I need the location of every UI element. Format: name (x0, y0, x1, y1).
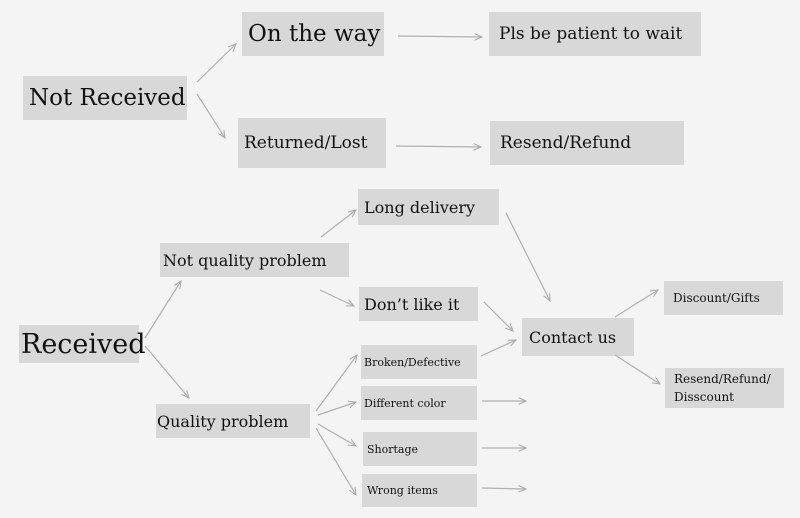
arrow-quality-to-broken (315, 355, 357, 412)
node-different-color: Different color (361, 386, 477, 420)
arrow-not-quality-to-dont-like (319, 289, 354, 307)
arrow-not-quality-to-long-delivery (320, 210, 356, 238)
node-label: Resend/Refund (500, 133, 632, 153)
node-label: Discount/Gifts (673, 291, 760, 305)
node-received: Received (19, 325, 146, 363)
node-broken-defective: Broken/Defective (361, 345, 477, 379)
arrow-received-to-quality (144, 345, 189, 398)
arrow-not-received-to-on-the-way (196, 44, 236, 83)
node-on-the-way: On the way (242, 12, 384, 56)
node-returned-lost: Returned/Lost (238, 118, 386, 168)
arrow-on-the-way-to-wait (397, 36, 482, 37)
node-not-quality-problem: Not quality problem (160, 243, 349, 277)
arrow-contact-to-discount (614, 290, 658, 318)
node-label: Not quality problem (163, 250, 327, 270)
arrow-quality-to-shortage (317, 423, 356, 446)
node-label-line-2: Disscount (674, 390, 734, 404)
arrow-broken-to-contact (480, 339, 516, 357)
arrow-contact-to-resend-refund-discount (614, 354, 660, 384)
node-quality-problem: Quality problem (156, 404, 310, 438)
arrow-returned-lost-to-resend-refund (395, 146, 481, 147)
node-long-delivery: Long delivery (358, 189, 499, 225)
node-label: Don’t like it (364, 294, 460, 314)
node-label: Broken/Defective (364, 355, 461, 369)
node-label: Quality problem (157, 411, 289, 431)
arrow-received-to-not-quality (144, 281, 181, 339)
node-contact-us: Contact us (522, 318, 634, 356)
node-resend-refund: Resend/Refund (490, 121, 684, 165)
arrow-long-delivery-to-contact (505, 212, 550, 301)
node-wrong-items: Wrong items (362, 474, 477, 507)
node-label: Received (21, 328, 146, 360)
node-label: Different color (364, 396, 446, 410)
arrow-wrong-items-out (481, 488, 526, 489)
node-label: Not Received (29, 85, 186, 111)
node-shortage: Shortage (363, 432, 477, 466)
node-dont-like-it: Don’t like it (359, 287, 478, 321)
node-label: Returned/Lost (244, 133, 368, 153)
arrow-quality-to-different-color (317, 402, 356, 416)
node-discount-gifts: Discount/Gifts (664, 281, 783, 315)
arrow-not-received-to-returned-lost (196, 93, 225, 138)
node-resend-refund-discount: Resend/Refund/ Disscount (665, 368, 784, 408)
arrow-quality-to-wrong-items (315, 427, 356, 495)
node-label: Shortage (367, 442, 419, 456)
node-not-received: Not Received (23, 76, 187, 120)
node-label: Long delivery (364, 197, 476, 217)
node-label: On the way (248, 21, 381, 47)
node-pls-wait: Pls be patient to wait (489, 12, 701, 56)
node-label: Wrong items (367, 484, 438, 497)
node-label: Pls be patient to wait (499, 24, 683, 44)
node-label: Contact us (529, 327, 617, 347)
node-label-line-1: Resend/Refund/ (674, 372, 771, 386)
arrow-dont-like-to-contact (483, 301, 513, 331)
